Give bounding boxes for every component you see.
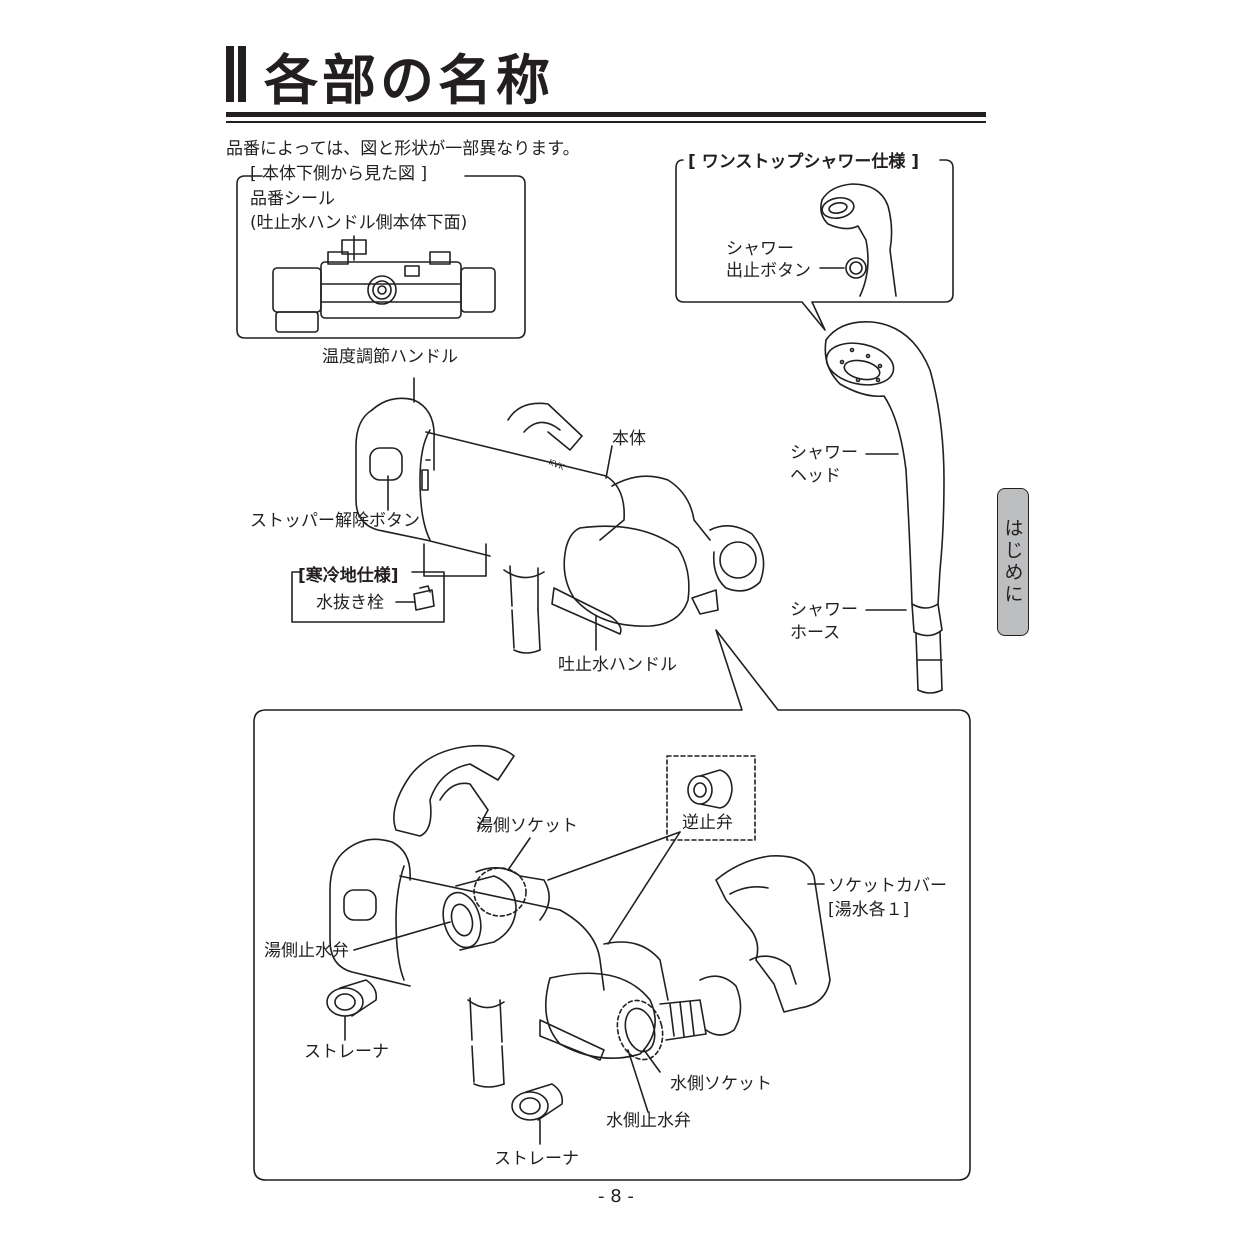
product-seal-location: (吐止水ハンドル側本体下面)	[250, 213, 468, 233]
shower-hose-label-2: ホース	[790, 623, 841, 643]
shower-button-illustration	[819, 183, 897, 297]
leader-lines-main	[387, 377, 907, 651]
shower-head-label-2: ヘッド	[790, 466, 841, 486]
drain-plug-label: 水抜き栓	[316, 593, 384, 613]
one-stop-shower-heading: [ ワンストップシャワー仕様 ]	[688, 152, 920, 172]
socket-cover-label-1: ソケットカバー	[828, 876, 947, 896]
title-rule-thin	[226, 121, 986, 123]
stopper-button-label: ストッパー解除ボタン	[250, 511, 420, 531]
bottom-view-heading: [ 本体下側から見た図 ]	[250, 164, 428, 184]
strainer-left-label: ストレーナ	[304, 1042, 389, 1062]
check-valve-illustration	[687, 769, 733, 809]
strainer-bottom-illustration	[511, 1083, 564, 1145]
shape-note: 品番によっては、図と形状が一部異なります。	[226, 139, 580, 159]
hot-socket-label: 湯側ソケット	[476, 816, 578, 836]
title-rule	[226, 112, 986, 117]
page-number: - 8 -	[598, 1186, 634, 1207]
check-valve-label: 逆止弁	[682, 813, 733, 833]
section-tab[interactable]: はじめに	[997, 488, 1029, 636]
product-seal-label: 品番シール	[250, 189, 335, 209]
shower-head-label-1: シャワー	[790, 443, 858, 463]
cold-stop-valve-label: 水側止水弁	[606, 1111, 691, 1131]
socket-cover-illustration	[715, 855, 831, 1013]
bottom-view-box	[236, 175, 526, 339]
cold-region-heading: [寒冷地仕様]	[298, 566, 399, 586]
title-bar-decoration	[226, 46, 246, 102]
strainer-left-illustration	[326, 979, 378, 1041]
strainer-bottom-label: ストレーナ	[494, 1149, 579, 1169]
shower-hose-label-1: シャワー	[790, 600, 858, 620]
brand-mark: KVK	[547, 458, 566, 473]
cold-region-box	[291, 571, 445, 623]
spout-handle-label: 吐止水ハンドル	[558, 655, 677, 675]
bottom-view-illustration	[272, 235, 496, 333]
drain-plug-illustration	[395, 585, 435, 611]
shower-button-label-1: シャワー	[726, 239, 794, 259]
main-faucet-illustration: KVK	[355, 397, 765, 654]
shower-holder-illustration	[393, 744, 515, 837]
page-title: 各部の名称	[264, 49, 554, 112]
hot-stop-valve-label: 湯側止水弁	[264, 941, 349, 961]
cold-socket-label: 水側ソケット	[670, 1074, 772, 1094]
socket-cover-label-2: [湯水各１]	[828, 900, 910, 920]
detail-box	[253, 629, 971, 1181]
body-label: 本体	[612, 429, 646, 449]
one-stop-shower-box	[675, 159, 954, 331]
temp-handle-label: 温度調節ハンドル	[322, 347, 458, 367]
shower-head-illustration	[824, 321, 945, 694]
shower-button-label-2: 出止ボタン	[726, 261, 811, 281]
detail-faucet-illustration	[329, 838, 742, 1088]
